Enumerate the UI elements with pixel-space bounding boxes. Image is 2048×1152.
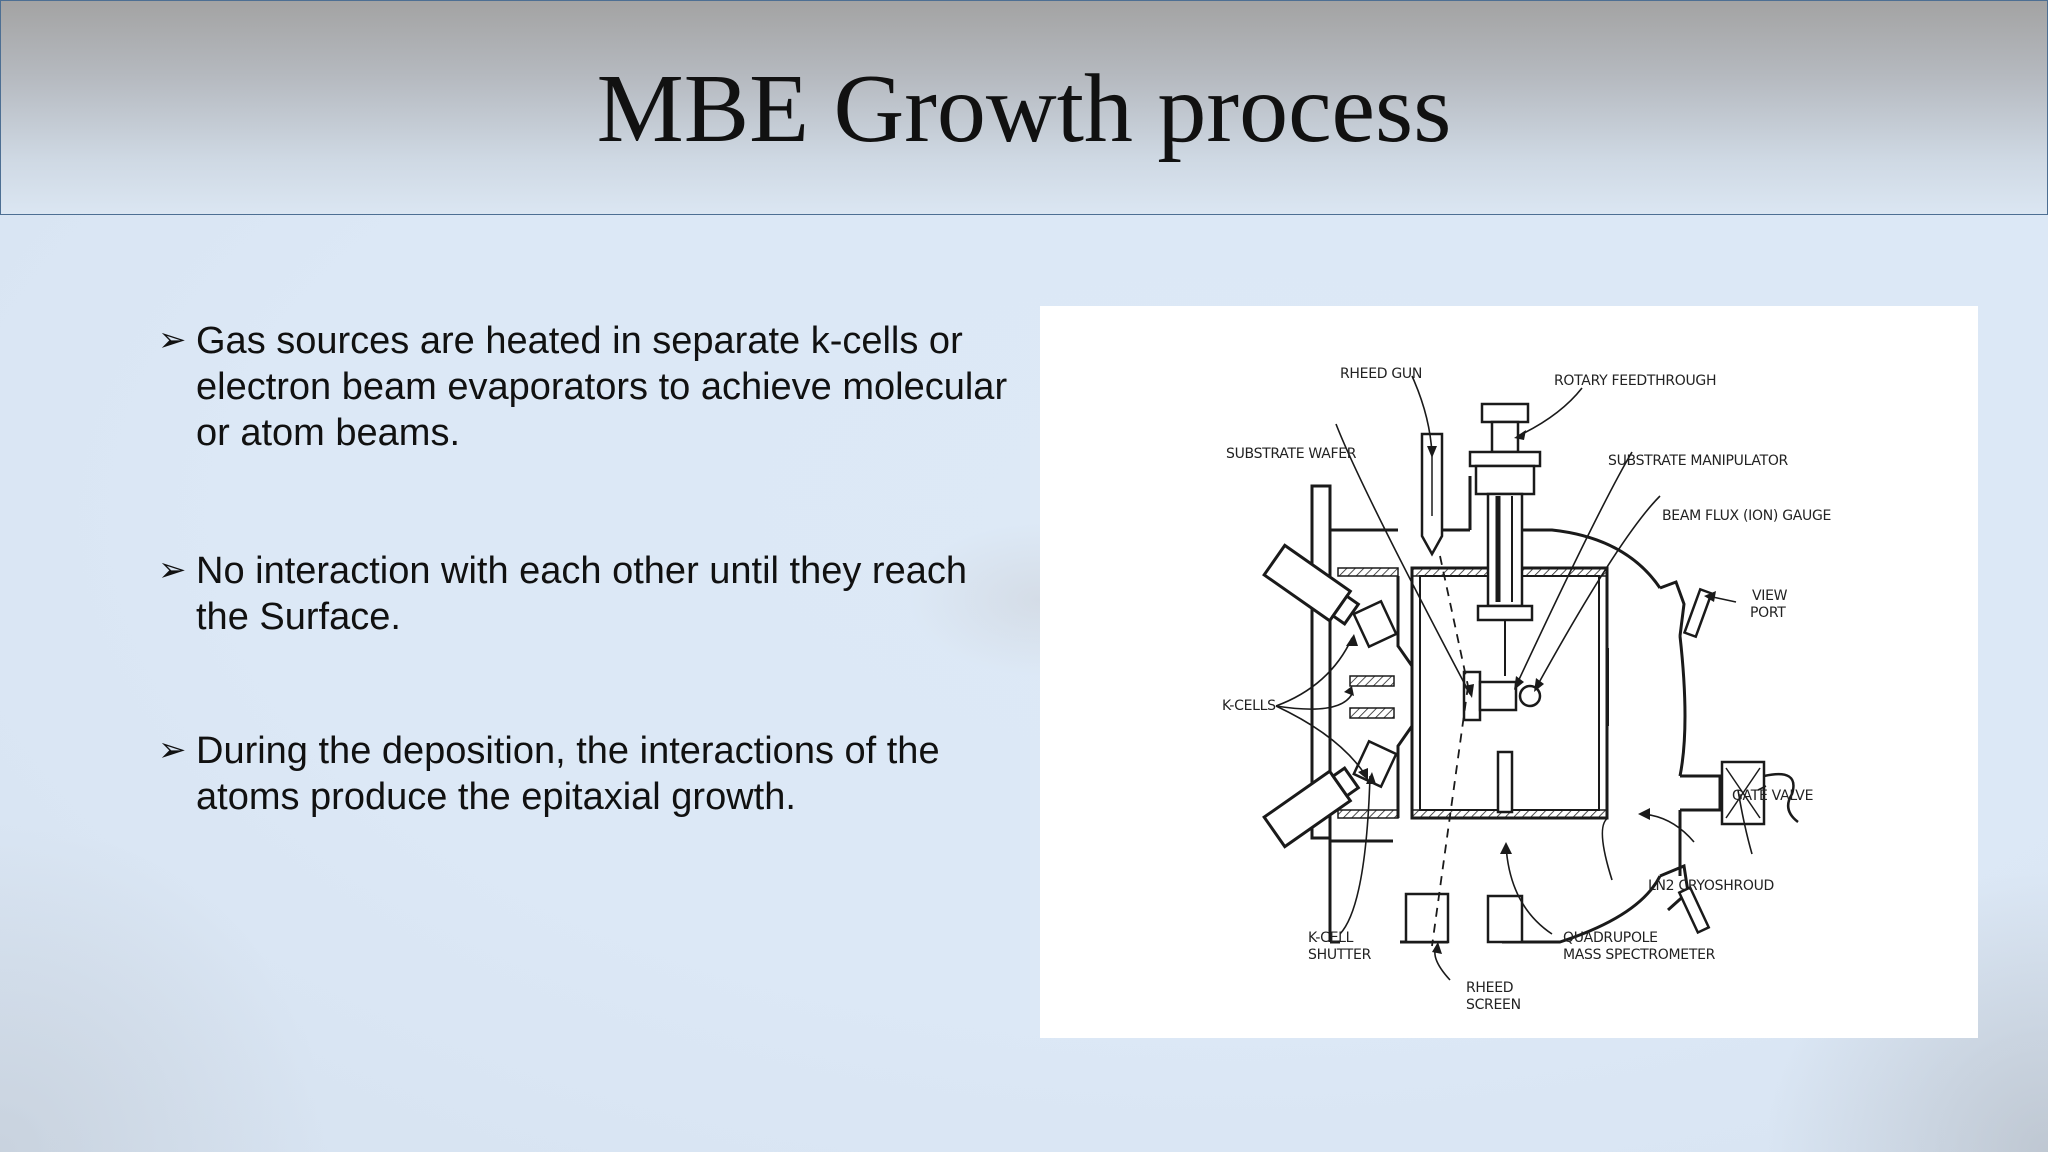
arrow-bullet-icon: ➢ [158,551,187,589]
chamber-top-wall [1468,476,1662,589]
arrow-bullet-icon: ➢ [158,731,187,769]
bullet-text: No interaction with each other until the… [196,550,967,638]
bullet-item: ➢ During the deposition, the interaction… [158,728,1018,820]
label-beam-flux-gauge: BEAM FLUX (ION) GAUGE [1662,508,1831,524]
label-k-cell-shutter-line2: SHUTTER [1308,947,1372,963]
bullet-text: During the deposition, the interactions … [196,730,940,818]
label-ln2-cryoshroud: LN2 CRYOSHROUD [1648,878,1774,894]
label-rheed-screen-line1: RHEED [1466,980,1513,996]
mbe-chamber-drawing: RHEED GUN ROTARY FEEDTHROUGH SUBSTRATE W… [1222,366,1831,1013]
slide-title: MBE Growth process [596,55,1452,163]
rheed-screen [1404,892,1450,944]
label-substrate-manipulator: SUBSTRATE MANIPULATOR [1608,453,1789,469]
chamber-left-wall [1310,484,1332,840]
bullet-text: Gas sources are heated in separate k-cel… [196,320,1008,454]
view-port [1682,587,1714,639]
bullet-item: ➢ No interaction with each other until t… [158,548,1018,640]
chamber-right-wall [1502,635,1687,944]
label-view-port-line1: VIEW [1752,588,1788,604]
mbe-chamber-diagram: RHEED GUN ROTARY FEEDTHROUGH SUBSTRATE W… [1040,306,1978,1038]
title-bar: MBE Growth process [0,0,2048,215]
bullet-item: ➢ Gas sources are heated in separate k-c… [158,318,1018,456]
label-quadrupole-line1: QUADRUPOLE [1563,930,1658,946]
quadrupole [1486,894,1524,944]
arrow-bullet-icon: ➢ [158,321,187,359]
label-gate-valve: GATE VALVE [1732,788,1813,804]
label-k-cells: K-CELLS [1222,698,1276,714]
label-rotary-feedthrough: ROTARY FEEDTHROUGH [1554,373,1716,389]
label-quadrupole-line2: MASS SPECTROMETER [1563,947,1716,963]
label-rheed-gun: RHEED GUN [1340,366,1422,382]
label-k-cell-shutter-line1: K-CELL [1308,930,1354,946]
label-rheed-screen-line2: SCREEN [1466,997,1521,1013]
label-view-port-line2: PORT [1750,605,1786,621]
label-substrate-wafer: SUBSTRATE WAFER [1226,446,1357,462]
